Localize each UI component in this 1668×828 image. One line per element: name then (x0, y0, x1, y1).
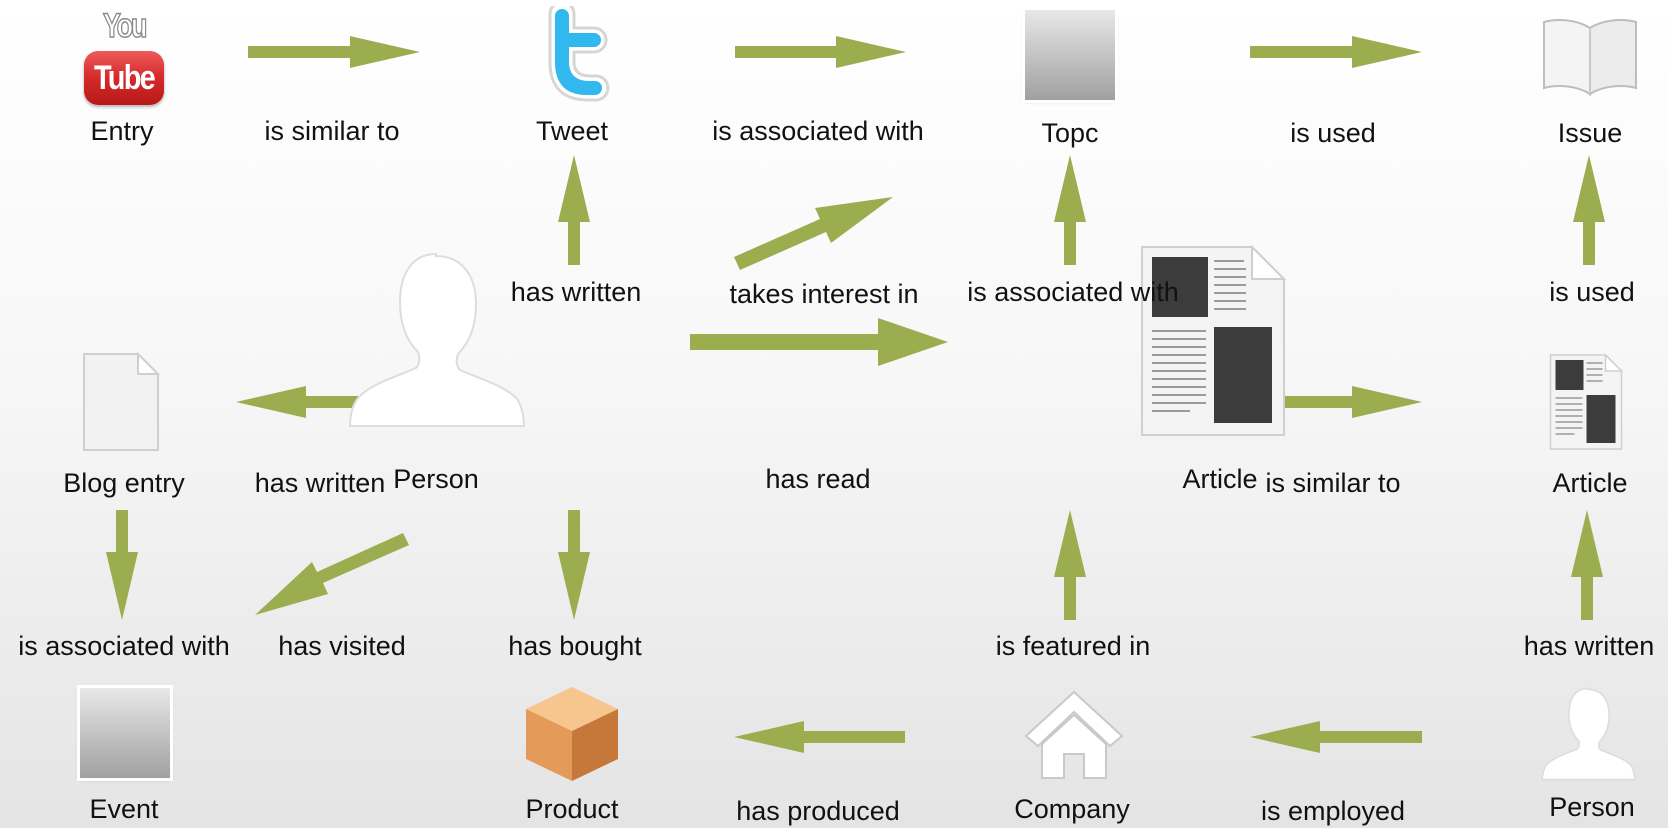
arrow-person-to-event (255, 533, 409, 615)
youtube-you-text: You (102, 7, 148, 45)
node-label-issue: Issue (1557, 118, 1623, 148)
article-center-icon (1140, 244, 1287, 442)
arrow-company-to-product (734, 721, 905, 753)
person-center-icon (338, 250, 538, 435)
arrow-person-to-tweet (558, 155, 590, 265)
person-bottom-icon (1536, 686, 1642, 787)
edge-label-person-event: has visited (278, 631, 406, 661)
edge-label-person-product: has bought (508, 631, 642, 661)
edge-label-company-product: has produced (736, 796, 900, 826)
product-box-icon (524, 685, 620, 788)
node-label-article-center: Article (1182, 464, 1258, 494)
edge-label-person-article: has read (765, 464, 871, 494)
edge-label-article-issue: is used (1549, 277, 1635, 307)
blog-document-icon (82, 351, 161, 457)
edge-label-article-topic: is associated with (967, 277, 1179, 307)
edge-label-person-company: is employed (1260, 796, 1406, 826)
node-label-tweet: Tweet (535, 116, 609, 146)
edge-label-article-article: is similar to (1265, 468, 1401, 498)
twitter-bird-icon (536, 0, 620, 109)
arrow-article-to-article (1250, 386, 1422, 418)
node-label-topic: Topc (1041, 118, 1099, 148)
youtube-tube-text: Tube (93, 59, 156, 97)
event-square-icon (80, 688, 170, 778)
house-icon (1022, 688, 1126, 785)
node-label-person-bottom: Person (1549, 792, 1635, 822)
node-label-person-center: Person (393, 464, 479, 494)
arrow-group (106, 36, 1605, 753)
edge-label-person-article-right: has written (1523, 631, 1655, 661)
topic-square-icon (1025, 10, 1115, 100)
edge-label-entry-tweet: is similar to (264, 116, 400, 146)
arrow-article-to-topic (1054, 155, 1086, 265)
open-book-icon (1540, 16, 1640, 101)
node-label-entry: Entry (90, 116, 154, 146)
arrow-tweet-to-topic (735, 36, 906, 68)
youtube-icon: You Tube (84, 6, 164, 106)
edge-label-blog-event: is associated with (18, 631, 230, 661)
arrow-person-to-article (690, 318, 948, 366)
edge-label-tweet-topic: is associated with (712, 116, 924, 146)
node-label-product: Product (525, 794, 619, 824)
arrow-person-to-company (1250, 721, 1422, 753)
edge-label-person-topic: takes interest in (729, 279, 919, 309)
node-label-article-right: Article (1552, 468, 1628, 498)
arrow-topic-to-issue (1250, 36, 1422, 68)
edge-label-company-article: is featured in (995, 631, 1151, 661)
node-label-blog-entry: Blog entry (63, 468, 185, 498)
arrow-person-to-product (558, 510, 590, 620)
arrow-person-to-blog (236, 386, 408, 418)
arrow-entry-to-tweet (248, 36, 420, 68)
edge-label-person-tweet: has written (510, 277, 642, 307)
article-right-icon (1548, 353, 1624, 455)
arrow-article-to-issue (1573, 155, 1605, 265)
node-label-event: Event (89, 794, 159, 824)
arrow-company-to-article (1054, 510, 1086, 620)
edge-label-topic-issue: is used (1290, 118, 1376, 148)
arrow-blog-to-event (106, 510, 138, 620)
arrow-person-to-article-right (1571, 510, 1603, 620)
arrow-person-to-topic (734, 197, 893, 270)
node-label-company: Company (1014, 794, 1130, 824)
edge-label-person-blog: has written (254, 468, 386, 498)
